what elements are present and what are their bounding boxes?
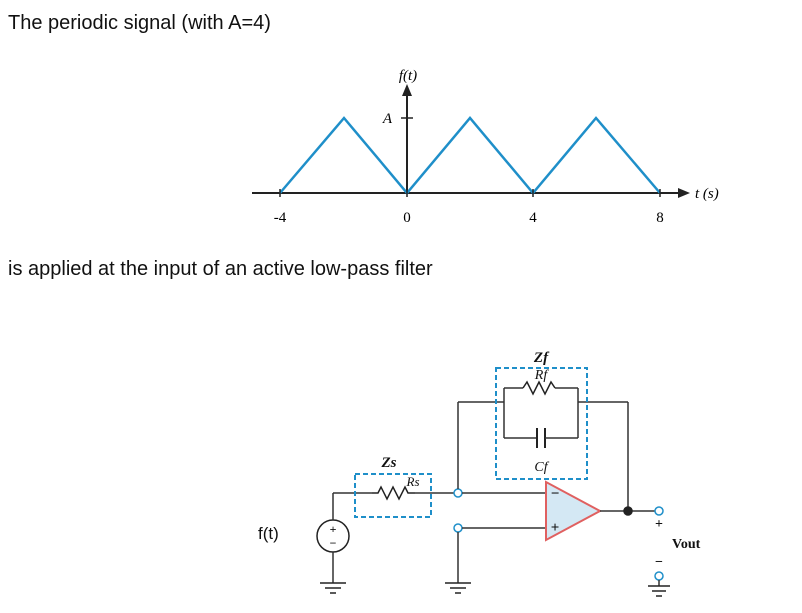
x-tick-label-8: 8 bbox=[656, 210, 664, 226]
middle-text: is applied at the input of an active low… bbox=[8, 258, 433, 280]
y-axis-arrow bbox=[402, 84, 412, 96]
x-tick-label-0: 0 bbox=[403, 210, 411, 226]
rf-label: Rf bbox=[534, 368, 550, 383]
opamp-plus-sign: + bbox=[551, 520, 560, 536]
source-plus-sign: + bbox=[330, 522, 337, 536]
vout-minus-sign: − bbox=[655, 555, 663, 570]
ground-icon-3 bbox=[648, 585, 670, 597]
zf-label: Zf bbox=[533, 350, 550, 366]
ground-icon bbox=[320, 582, 346, 594]
x-tick-label-neg4: -4 bbox=[274, 210, 287, 226]
cf-label: Cf bbox=[534, 460, 549, 475]
source-minus-sign: − bbox=[330, 536, 337, 550]
output-junction bbox=[623, 506, 633, 516]
x-tick-label-4: 4 bbox=[529, 210, 537, 226]
source-label: f(t) bbox=[258, 524, 279, 543]
opamp-minus-sign: − bbox=[551, 486, 560, 502]
zs-dashed-box bbox=[354, 473, 432, 518]
zs-label: Zs bbox=[381, 455, 397, 471]
t-axis-arrow bbox=[678, 188, 690, 198]
triangle-wave bbox=[279, 116, 661, 195]
amplitude-label: A bbox=[382, 111, 393, 127]
rf-resistor-icon bbox=[522, 380, 556, 396]
inverting-node bbox=[453, 488, 463, 498]
ground-icon-2 bbox=[445, 582, 471, 594]
vout-label: Vout bbox=[672, 537, 701, 552]
rs-resistor-icon bbox=[372, 485, 415, 501]
opamp-triangle bbox=[545, 480, 603, 542]
circuit-labels: Zf Rf Cf Zs Rs f(t) + − − + + Vout − bbox=[258, 350, 701, 570]
x-tick-marks bbox=[279, 189, 661, 197]
vout-plus-terminal bbox=[654, 506, 664, 516]
vout-minus-terminal bbox=[654, 571, 664, 581]
y-axis-label: f(t) bbox=[399, 68, 417, 84]
circuit bbox=[316, 367, 670, 597]
rs-label: Rs bbox=[406, 474, 420, 489]
noninverting-node bbox=[453, 523, 463, 533]
vout-plus-sign: + bbox=[655, 517, 663, 532]
intro-text: The periodic signal (with A=4) bbox=[8, 12, 271, 34]
zf-dashed-box bbox=[495, 367, 588, 480]
x-axis-label: t (s) bbox=[695, 186, 719, 202]
signal-plot: -4 0 4 8 f(t) A t (s) bbox=[252, 68, 719, 226]
